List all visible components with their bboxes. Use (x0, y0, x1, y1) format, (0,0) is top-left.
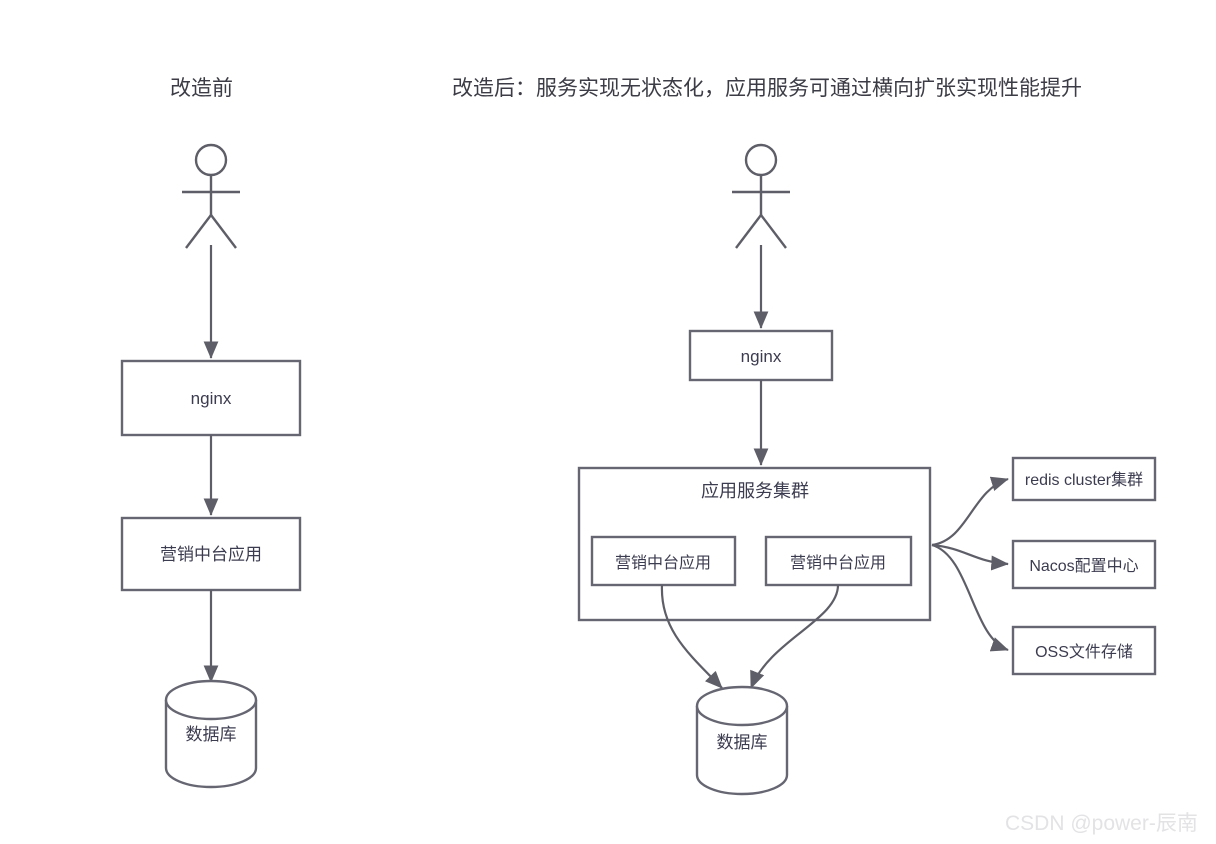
right-node-app-instance-1[interactable]: 营销中台应用 (590, 535, 737, 587)
watermark: CSDN @power-辰南 (1005, 812, 1198, 835)
left-node-app[interactable]: 营销中台应用 (120, 516, 302, 592)
left-section-title: 改造前 (170, 77, 233, 100)
right-section-title: 改造后：服务实现无状态化，应用服务可通过横向扩张实现性能提升 (452, 77, 1082, 100)
service-redis-label: redis cluster集群 (1025, 471, 1143, 489)
arrow-app1-to-database (660, 584, 723, 689)
right-node-database[interactable]: 数据库 (695, 685, 789, 796)
arrow-cluster-to-redis (931, 476, 1009, 547)
left-actor-figure (182, 143, 240, 249)
service-node-redis[interactable]: redis cluster集群 (1011, 456, 1157, 502)
service-node-oss[interactable]: OSS文件存储 (1011, 625, 1157, 676)
left-nginx-label: nginx (191, 389, 232, 408)
right-node-app-instance-2[interactable]: 营销中台应用 (764, 535, 913, 587)
left-node-nginx[interactable]: nginx (120, 359, 302, 437)
service-node-nacos[interactable]: Nacos配置中心 (1011, 539, 1157, 590)
arrow-app2-to-database (749, 584, 840, 689)
left-app-label: 营销中台应用 (160, 545, 262, 564)
app-instance-2-label: 营销中台应用 (790, 553, 886, 572)
left-database-label: 数据库 (186, 725, 237, 744)
arrow-cluster-to-oss (931, 543, 1009, 652)
right-nginx-label: nginx (741, 347, 782, 366)
right-actor-figure (732, 143, 790, 249)
service-oss-label: OSS文件存储 (1035, 643, 1133, 661)
right-node-nginx[interactable]: nginx (688, 329, 834, 382)
cluster-title-label: 应用服务集群 (701, 481, 809, 501)
left-node-database[interactable]: 数据库 (164, 679, 258, 789)
service-nacos-label: Nacos配置中心 (1029, 557, 1138, 575)
app-instance-1-label: 营销中台应用 (615, 553, 711, 572)
right-database-label: 数据库 (717, 733, 768, 752)
arrow-cluster-to-nacos (931, 543, 1009, 571)
